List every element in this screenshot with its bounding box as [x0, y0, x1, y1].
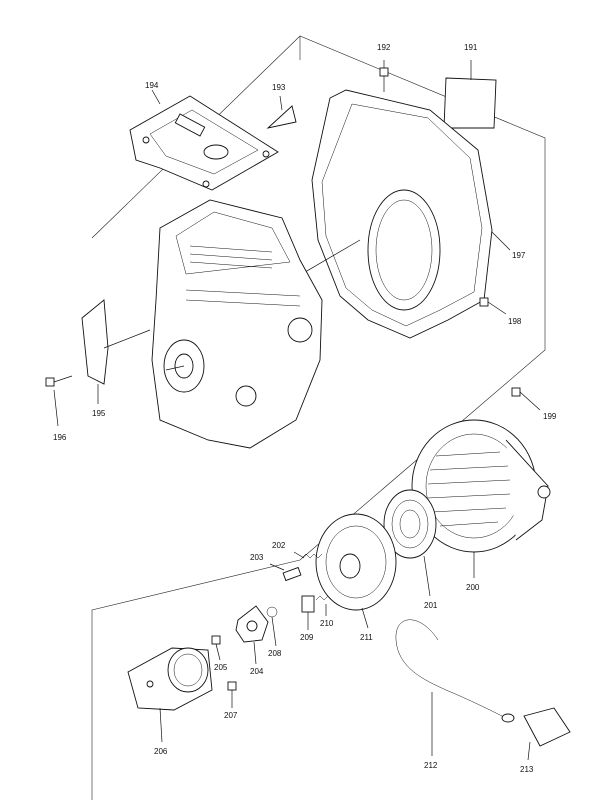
part-number-199: 199: [543, 412, 557, 421]
part-number-195: 195: [92, 409, 106, 418]
part-number-204: 204: [250, 667, 264, 676]
part-213-starter-handle: [501, 707, 571, 761]
part-number-211: 211: [360, 633, 373, 642]
part-212-starter-rope: [395, 619, 507, 756]
part-number-198: 198: [508, 317, 522, 326]
part-number-207: 207: [224, 711, 238, 720]
part-number-212: 212: [424, 761, 438, 770]
part-192-bolt: [379, 60, 389, 92]
part-195-bracket: [81, 299, 151, 404]
part-193-wedge-clip: [266, 95, 297, 129]
part-201-recoil-spring: [383, 489, 437, 597]
part-208-clip: [266, 606, 278, 647]
vent-grille: [427, 451, 511, 527]
part-204-ratchet: [235, 605, 269, 665]
part-196-bolt: [45, 375, 73, 427]
part-number-196: 196: [53, 433, 67, 442]
part-number-205: 205: [214, 663, 228, 672]
part-209-pawl: [301, 595, 315, 630]
assembly-frame: [91, 35, 546, 800]
part-202-spring: [293, 551, 323, 559]
part-200-starter-cover: [411, 419, 551, 578]
part-203-pawl: [269, 563, 302, 582]
part-210-spring: [315, 595, 333, 616]
part-number-206: 206: [154, 747, 168, 756]
part-197-fan-housing: [239, 89, 511, 339]
part-number-202: 202: [272, 541, 286, 550]
part-211-reel-pulley: [315, 513, 397, 629]
part-number-192: 192: [377, 43, 391, 52]
part-number-203: 203: [250, 553, 264, 562]
part-number-193: 193: [272, 83, 286, 92]
part-number-194: 194: [145, 81, 159, 90]
part-205-bolt: [211, 635, 221, 661]
part-number-201: 201: [424, 601, 438, 610]
part-199-bolt: [511, 387, 541, 411]
engine-block: [151, 199, 323, 449]
part-number-197: 197: [512, 251, 526, 260]
part-number-200: 200: [466, 583, 480, 592]
part-number-208: 208: [268, 649, 282, 658]
part-191-label-plate: [443, 60, 497, 129]
part-number-191: 191: [464, 43, 478, 52]
part-194-cover-plate: [129, 89, 279, 191]
part-number-210: 210: [320, 619, 334, 628]
part-number-213: 213: [520, 765, 534, 774]
part-198-bolt: [479, 297, 507, 315]
part-number-209: 209: [300, 633, 314, 642]
part-206-starter-cup: [127, 647, 213, 743]
part-207-bolt: [227, 681, 237, 708]
